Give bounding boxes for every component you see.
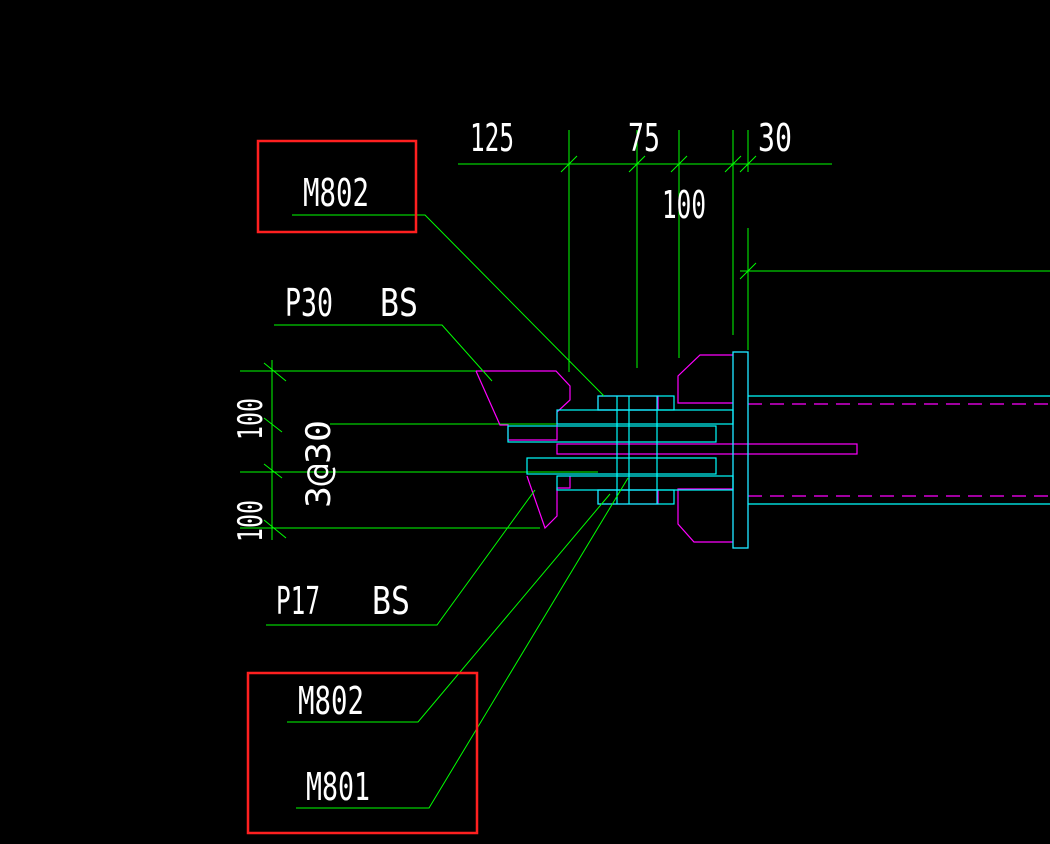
end-plate [732,351,749,549]
label-p17-bs: BS [372,579,410,623]
highlight-box-bottom [246,671,479,835]
leader-m801-bottom [296,477,629,809]
bolt-plate-4 [556,475,734,491]
top-dim-tick-1 [560,155,578,173]
leader-lines [266,214,629,809]
top-dim-tick-3 [670,155,688,173]
top-dim-tick-5 [739,155,757,173]
label-m802-top: M802 [303,171,369,215]
p30-gusset-plate [475,370,571,441]
right-connection-plate [677,354,733,404]
leader-p17-bs [266,489,536,626]
p17-gusset-plate [526,475,571,530]
left-dim-tick-3 [263,463,283,479]
bolt-plate-2 [507,425,717,443]
top-dim-tick-4 [724,155,742,173]
splice-plate-1 [597,395,659,411]
bolt-group [507,351,1050,549]
label-m802-bottom: M802 [298,679,364,723]
label-p30-bs: BS [380,281,418,325]
left-dimension-chain [240,360,598,540]
leader-m802-top [292,214,605,397]
top-dimension-chain [458,130,1050,372]
dim-100: 100 [662,183,706,227]
splice-cover-bottom [597,489,675,505]
long-flat-bar [556,443,858,455]
label-m801-bottom: M801 [306,765,370,809]
label-p30: P30 [285,281,333,325]
end-plate-cyan [732,351,749,549]
top-dim-tick-2 [628,155,646,173]
dim-left-3at30: 3@30 [299,420,339,508]
dim-75: 75 [628,116,660,160]
dim-left-100-top: 100 [231,398,271,440]
leader-m802-bottom [287,493,611,723]
highlight-box-top [256,139,418,234]
bolt-plate-1 [556,409,734,425]
right-dim-tick [739,262,757,280]
dim-30: 30 [758,116,792,160]
dim-left-100-bottom: 100 [231,500,271,542]
left-dim-tick-2 [263,417,283,433]
dim-125: 125 [470,116,514,160]
left-dim-tick-4 [263,519,287,539]
label-p17: P17 [276,579,320,623]
steel-plates [475,351,1050,549]
right-connection-plate-lower [677,488,733,543]
splice-cover-top [597,395,675,411]
left-dim-tick-1 [263,362,287,382]
leader-p30-bs [274,324,493,382]
bolt-plate-3 [526,457,717,475]
